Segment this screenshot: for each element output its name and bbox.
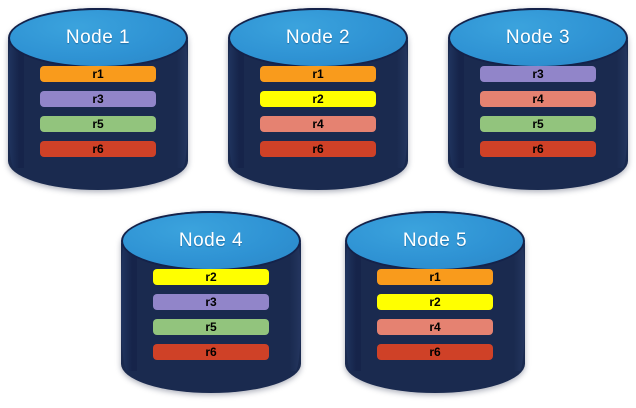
record-bar[interactable]: r3 [153,294,269,310]
record-bar[interactable]: r4 [260,116,376,132]
cylinder-top-ellipse [228,8,408,68]
record-list: r1 r2 r4 r6 [260,66,376,157]
record-bar[interactable]: r6 [480,141,596,157]
record-bar[interactable]: r2 [153,269,269,285]
record-bar[interactable]: r5 [153,319,269,335]
cylinder-top-ellipse [448,8,628,68]
record-bar[interactable]: r2 [377,294,493,310]
record-bar[interactable]: r1 [260,66,376,82]
record-bar[interactable]: r1 [377,269,493,285]
record-bar[interactable]: r6 [377,344,493,360]
record-bar[interactable]: r6 [260,141,376,157]
record-list: r1 r2 r4 r6 [377,269,493,360]
record-bar[interactable]: r2 [260,91,376,107]
record-list: r3 r4 r5 r6 [480,66,596,157]
record-bar[interactable]: r1 [40,66,156,82]
record-bar[interactable]: r4 [377,319,493,335]
record-bar[interactable]: r6 [40,141,156,157]
record-bar[interactable]: r5 [40,116,156,132]
cylinder-top-ellipse [345,211,525,271]
record-bar[interactable]: r4 [480,91,596,107]
cylinder-top-ellipse [8,8,188,68]
record-bar[interactable]: r3 [40,91,156,107]
record-list: r1 r3 r5 r6 [40,66,156,157]
record-bar[interactable]: r6 [153,344,269,360]
record-list: r2 r3 r5 r6 [153,269,269,360]
cylinder-top-ellipse [121,211,301,271]
record-bar[interactable]: r3 [480,66,596,82]
record-bar[interactable]: r5 [480,116,596,132]
